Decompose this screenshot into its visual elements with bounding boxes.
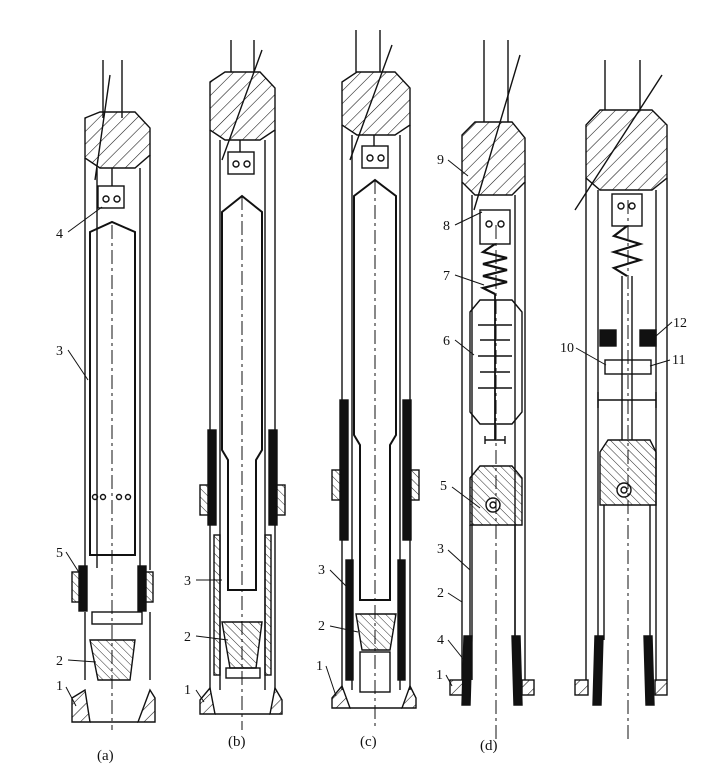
label-d-9: 9 — [437, 153, 444, 168]
label-c-1: 1 — [316, 659, 323, 674]
label-d-4: 4 — [437, 633, 444, 648]
caption-d: (d) — [480, 738, 498, 754]
label-b-2: 2 — [184, 630, 191, 645]
tool-e — [574, 60, 668, 740]
label-a-3: 3 — [56, 344, 63, 359]
tool-b — [199, 40, 286, 730]
label-d-1: 1 — [436, 668, 443, 683]
label-a-1: 1 — [56, 679, 63, 694]
leader-lines — [65, 159, 673, 707]
label-d-6: 6 — [443, 334, 450, 349]
caption-c: (c) — [360, 734, 377, 750]
caption-b: (b) — [228, 734, 246, 750]
label-c-3: 3 — [318, 563, 325, 578]
caption-a: (a) — [97, 748, 114, 764]
label-c-2: 2 — [318, 619, 325, 634]
label-e-11: 11 — [672, 353, 685, 368]
label-e-12: 12 — [673, 316, 687, 331]
label-b-3: 3 — [184, 574, 191, 589]
label-b-1: 1 — [184, 683, 191, 698]
label-e-10: 10 — [560, 341, 574, 356]
label-a-5: 5 — [56, 546, 63, 561]
part-labels: 4 3 5 2 1 3 2 1 3 2 1 9 8 7 6 5 3 2 4 1 … — [56, 153, 687, 698]
label-d-2: 2 — [437, 586, 444, 601]
tool-d — [449, 40, 535, 740]
label-d-3: 3 — [437, 542, 444, 557]
label-d-7: 7 — [443, 269, 450, 284]
label-d-5: 5 — [440, 479, 447, 494]
tool-a — [71, 60, 156, 730]
label-a-4: 4 — [56, 227, 63, 242]
captions: (a) (b) (c) (d) — [97, 734, 498, 764]
label-d-8: 8 — [443, 219, 450, 234]
label-a-2: 2 — [56, 654, 63, 669]
tool-c — [331, 30, 420, 730]
